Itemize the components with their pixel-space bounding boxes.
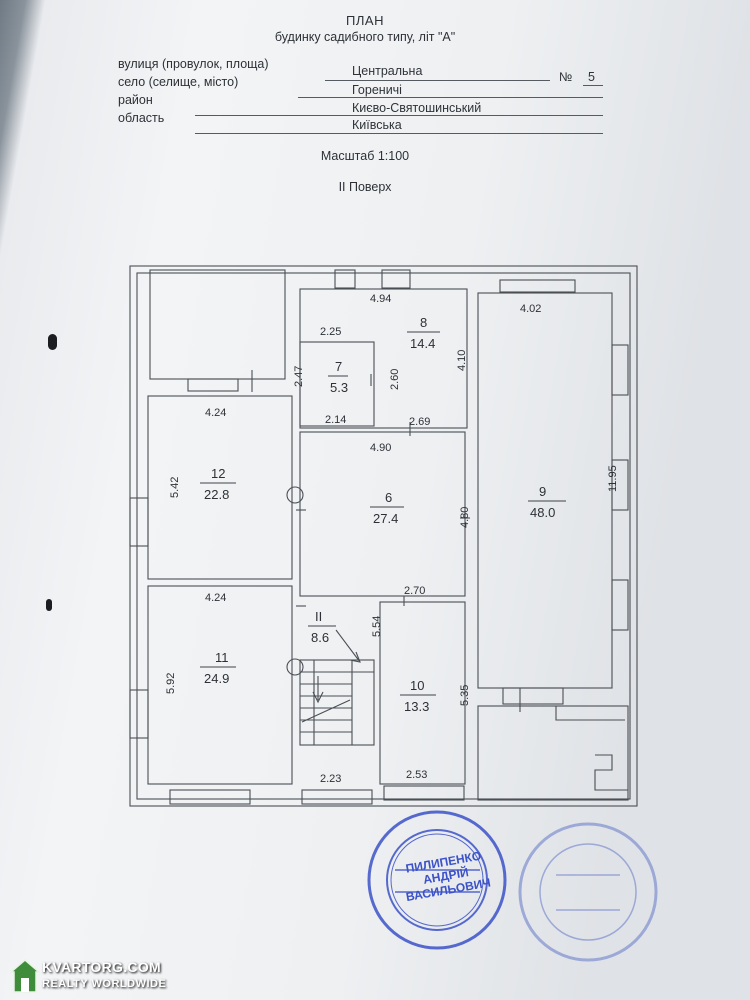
room-9-number: 9 [539,484,546,499]
room-8-number: 8 [420,315,427,330]
region-value: Київська [352,118,402,132]
room-9-area: 48.0 [530,505,555,520]
window [129,497,149,547]
dim-room10-height: 5.35 [459,685,471,706]
plan-subtitle: будинку садибного типу, літ "А" [274,30,456,44]
window [334,269,356,289]
room-12-area: 22.8 [204,487,229,502]
room-10-area: 13.3 [404,699,429,714]
stamp-left [367,810,507,950]
room-labels: 4.94 8 14.4 2.25 4.10 7 5.3 2.47 2.60 2.… [165,293,619,785]
column [286,486,304,504]
room-7-number: 7 [335,359,342,374]
dim-room7-width: 2.14 [325,414,346,426]
room-11-area: 24.9 [204,671,229,686]
street-label: вулиця (провулок, площа) [118,57,269,71]
window [611,344,629,396]
binder-hole [46,599,52,611]
staircase [299,659,375,746]
room-10 [379,601,466,785]
room-10-number: 10 [410,678,424,693]
region-label: область [118,111,165,125]
hall-area: 8.6 [311,630,329,645]
room-6-number: 6 [385,490,392,505]
dim-room9-height: 11.95 [607,465,619,492]
dim-room6-width: 4.90 [370,442,391,454]
room-11-number: 11 [215,650,229,665]
room-7-area: 5.3 [330,380,348,395]
dim-room11-height: 5.92 [165,673,177,694]
porch [477,705,629,801]
window [502,687,564,705]
dim-room7-height: 2.47 [293,366,305,387]
scale-label: Масштаб 1:100 [320,149,410,163]
house-number-label: № [559,70,573,84]
dim-room7-height2: 2.60 [389,369,401,390]
room-6-area: 27.4 [373,511,398,526]
house-number-value: 5 [588,70,595,84]
room-6 [299,431,466,597]
window [383,785,465,801]
hall-number: ІІ [315,609,322,624]
room-8 [299,288,468,429]
window [611,459,629,511]
room-11 [147,585,293,785]
street-value: Центральна [352,64,423,78]
plan-title: ПЛАН [346,13,384,28]
floor-label: ІІ Поверх [338,180,392,194]
district-label: район [118,93,153,107]
room-7 [299,341,375,427]
dim-room11-width: 4.24 [205,592,226,604]
village-value: Гореничі [352,83,402,97]
window [381,269,411,289]
balcony [149,269,286,380]
binder-hole [48,334,57,350]
watermark-brand: KVARTORG.COM [42,959,161,975]
district-value: Києво-Святошинський [352,101,482,115]
room-8-area: 14.4 [410,336,435,351]
dim-room10-width: 2.70 [404,585,425,597]
dim-stair-width: 2.23 [320,773,341,785]
village-label: село (селище, місто) [118,75,239,89]
window [169,789,251,805]
dim-room8-height: 4.10 [456,350,468,371]
column [286,658,304,676]
outer-wall [129,265,638,807]
window [611,579,629,631]
window [187,378,239,392]
window [129,689,149,739]
room-12-number: 12 [211,466,225,481]
dim-room10-bottom: 2.53 [406,769,427,781]
dim-room8-width: 4.94 [370,293,391,305]
watermark-tagline: REALTY WORLDWIDE [42,978,167,990]
window [499,279,576,293]
dim-room12-width: 4.24 [205,407,226,419]
dim-room9-width: 4.02 [520,303,541,315]
dim-door: 2.69 [409,416,430,428]
dim-room7-top: 2.25 [320,326,341,338]
dim-hall-height: 5.54 [371,616,383,637]
window [301,789,373,805]
dim-room6-height: 4.80 [459,507,471,528]
stamp-right [518,822,658,962]
dim-room12-height: 5.42 [169,477,181,498]
